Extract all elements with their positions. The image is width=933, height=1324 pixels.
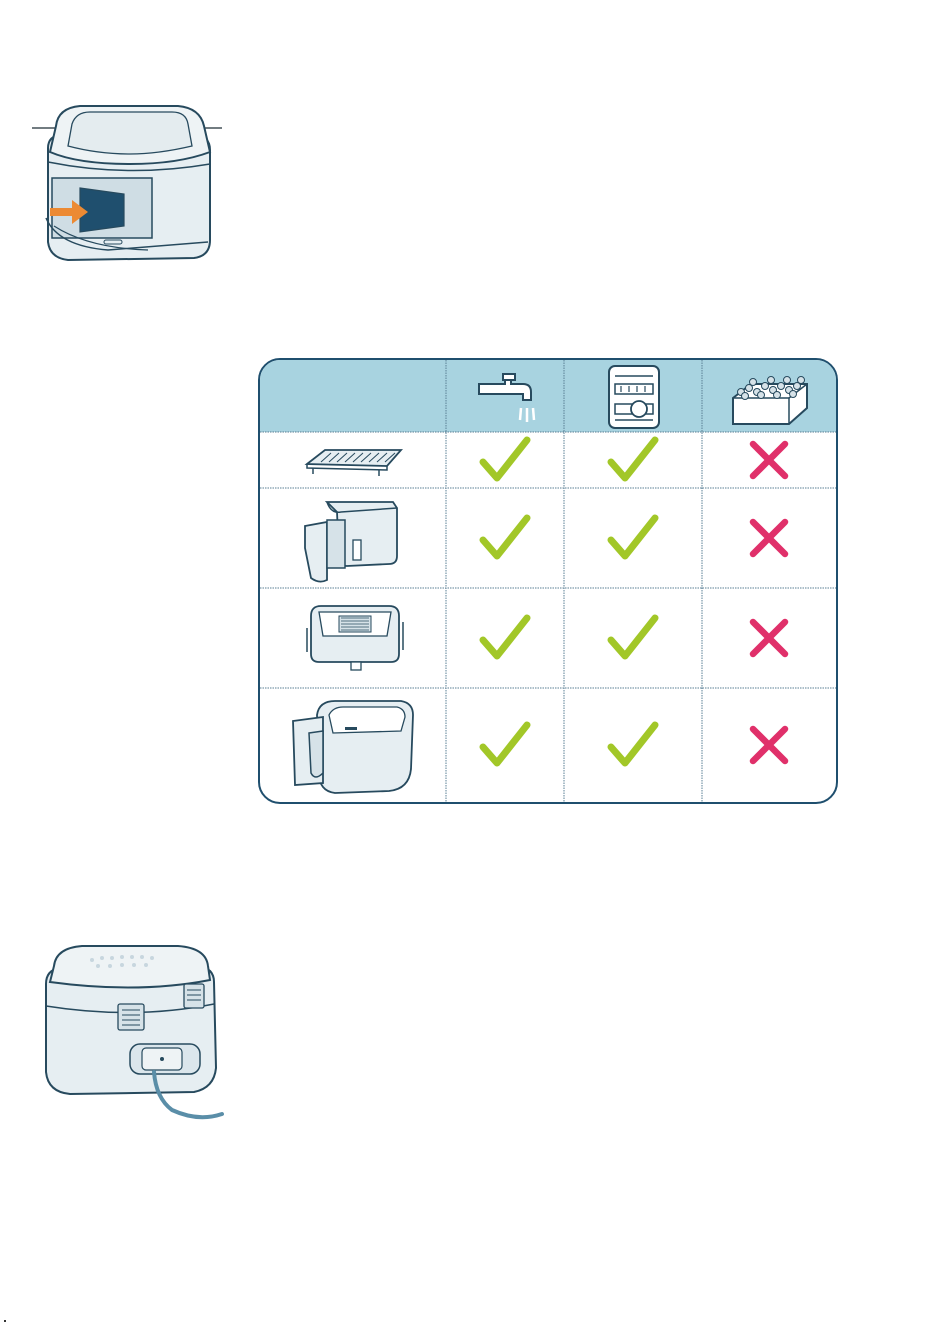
air-fryer-back-svg [38, 938, 224, 1122]
air-fryer-back-cord-illustration [38, 938, 224, 1122]
check-mark-icon [483, 725, 527, 763]
check-mark-icon [611, 618, 655, 656]
cross-mark-icon [753, 522, 785, 554]
air-fryer-divider-insert-illustration [28, 100, 224, 270]
cross-mark-icon [753, 444, 785, 476]
page-corner-mark [4, 1320, 6, 1322]
check-mark-icon [483, 518, 527, 556]
crisper-plate-icon [307, 450, 401, 476]
check-mark-icon [483, 618, 527, 656]
check-mark-icon [611, 725, 655, 763]
cross-mark-icon [753, 729, 785, 761]
cleaning-table-svg [260, 360, 836, 802]
large-drawer-icon [293, 701, 413, 793]
check-mark-icon [483, 440, 527, 478]
inner-basket-icon [307, 606, 403, 670]
check-mark-icon [611, 518, 655, 556]
cleaning-compatibility-table [258, 358, 838, 804]
cross-mark-icon [753, 622, 785, 654]
check-mark-icon [611, 440, 655, 478]
dishwasher-icon [609, 366, 659, 428]
air-fryer-divider-svg [28, 100, 224, 270]
drawer-with-handle-icon [305, 502, 397, 582]
